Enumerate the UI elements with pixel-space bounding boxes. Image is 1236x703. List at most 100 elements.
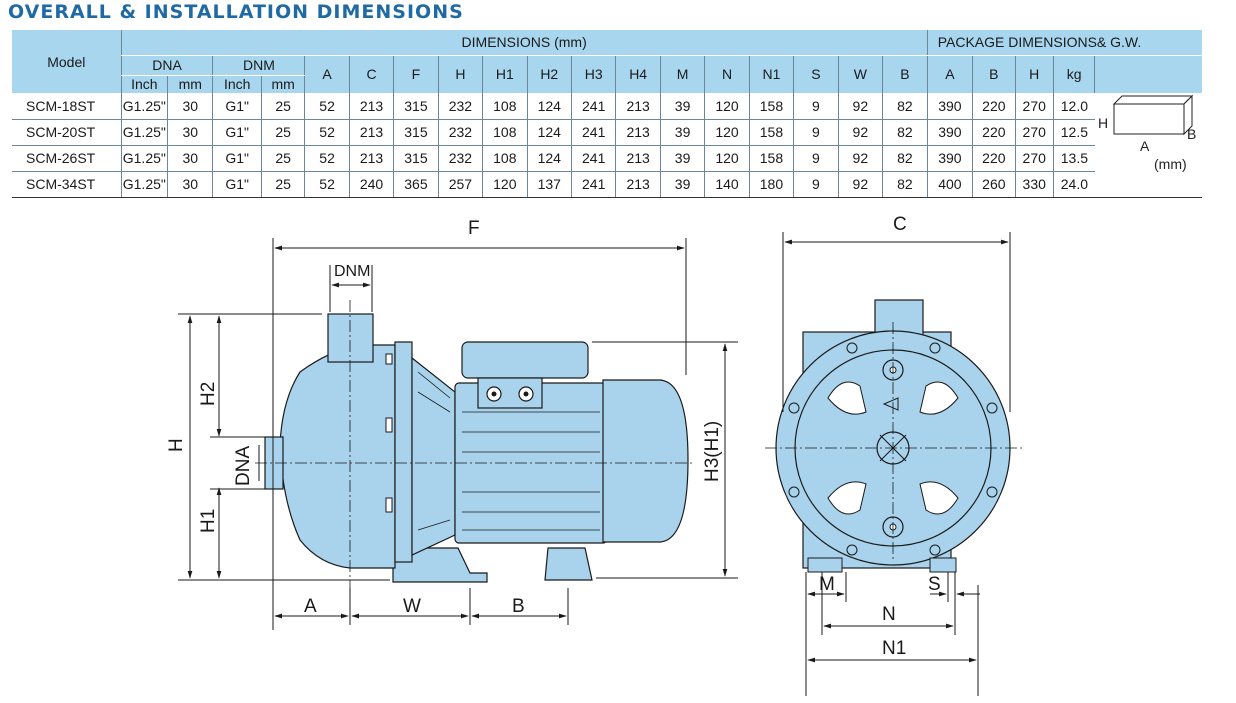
dim-cell-s: 9 [793, 171, 839, 198]
dim-cell-h: 232 [437, 93, 483, 120]
pkg-cell-kg: 13.5 [1052, 145, 1095, 172]
dim-cell-n1: 158 [748, 93, 794, 120]
label-n: N [882, 604, 896, 625]
pkg-cell-a: 400 [926, 171, 973, 198]
dim-cell-h2: 124 [526, 119, 572, 146]
dim-cell-h: 232 [437, 145, 483, 172]
pump-side-view [255, 300, 695, 600]
dim-cell-w: 92 [837, 93, 883, 120]
pkg-cell-h: 270 [1014, 119, 1054, 146]
dim-cell-a: 52 [304, 145, 350, 172]
col-header-a: A [304, 55, 350, 93]
dnm-mm-header: mm [260, 75, 305, 93]
model-header: Model [12, 30, 122, 93]
pkg-cell-h: 270 [1014, 93, 1054, 120]
dim-cell-h: 232 [437, 119, 483, 146]
dnm-inch-cell: G1" [212, 119, 262, 146]
pkg-cell-b: 220 [972, 93, 1016, 120]
dna-inch-header: Inch [120, 75, 168, 93]
pkg-cell-h: 270 [1014, 145, 1054, 172]
col-header-h1: H1 [482, 55, 528, 93]
dim-cell-n: 140 [704, 171, 750, 198]
dim-cell-f: 315 [393, 145, 439, 172]
col-header-h3: H3 [570, 55, 616, 93]
pkg-cell-kg: 12.5 [1052, 119, 1095, 146]
pkg-cell-kg: 24.0 [1052, 171, 1095, 198]
model-cell: SCM-20ST [12, 119, 122, 146]
dimensions-table: Model DIMENSIONS (mm) PACKAGE DIMENSIONS… [12, 30, 1202, 198]
label-dna: DNA [233, 446, 254, 486]
dim-cell-m: 39 [659, 145, 705, 172]
dna-header: DNA [120, 55, 213, 76]
package-header: PACKAGE DIMENSIONS& G.W. [926, 30, 1202, 56]
dim-cell-h1: 108 [482, 145, 528, 172]
pkg-cell-h: 330 [1014, 171, 1054, 198]
label-h: H [166, 438, 187, 452]
page-title: OVERALL & INSTALLATION DIMENSIONS [8, 1, 464, 23]
dim-cell-b: 82 [882, 93, 928, 120]
dim-cell-b: 82 [882, 145, 928, 172]
pump-dimension-drawing: F DNM H H2 DNA H1 H3(H1) A W B C M S N N… [166, 214, 1022, 696]
label-h3-h1: H3(H1) [702, 421, 723, 482]
dim-cell-n1: 158 [748, 119, 794, 146]
dim-cell-h1: 120 [482, 171, 528, 198]
dim-cell-c: 240 [348, 171, 394, 198]
package-figure: H B A (mm) [1094, 88, 1204, 178]
dim-cell-h3: 241 [570, 119, 616, 146]
dim-cell-h4: 213 [615, 93, 661, 120]
model-cell: SCM-26ST [12, 145, 122, 172]
dim-cell-b: 82 [882, 119, 928, 146]
col-header-s: S [793, 55, 839, 93]
label-a: A [304, 596, 317, 617]
col-header-n: N [704, 55, 750, 93]
dim-cell-b: 82 [882, 171, 928, 198]
pkg-cell-a: 390 [926, 93, 973, 120]
dim-cell-f: 315 [393, 119, 439, 146]
dnm-mm-cell: 25 [260, 119, 305, 146]
pkg-cell-a: 390 [926, 145, 973, 172]
dna-inch-cell: G1.25" [120, 93, 168, 120]
package-label-h: H [1098, 115, 1109, 131]
dim-cell-m: 39 [659, 93, 705, 120]
dna-mm-cell: 30 [167, 93, 213, 120]
dnm-mm-cell: 25 [260, 171, 305, 198]
pkg-cell-kg: 12.0 [1052, 93, 1095, 120]
dna-inch-cell: G1.25" [120, 119, 168, 146]
pkg-cell-b: 260 [972, 171, 1016, 198]
label-dnm: DNM [334, 263, 370, 280]
pkg-header-figure-cell [1094, 55, 1202, 93]
label-n1: N1 [882, 638, 906, 659]
label-f: F [468, 218, 480, 239]
figure-spacer-cell [1094, 171, 1202, 198]
dim-cell-w: 92 [837, 119, 883, 146]
dim-cell-f: 365 [393, 171, 439, 198]
dim-cell-n: 120 [704, 119, 750, 146]
label-m: M [819, 574, 835, 595]
dnm-mm-cell: 25 [260, 93, 305, 120]
label-b: B [512, 596, 525, 617]
dim-cell-a: 52 [304, 171, 350, 198]
col-header-h: H [437, 55, 483, 93]
col-header-f: F [393, 55, 439, 93]
dnm-inch-header: Inch [212, 75, 262, 93]
pkg-cell-b: 220 [972, 145, 1016, 172]
dim-cell-n: 120 [704, 93, 750, 120]
dim-cell-h2: 124 [526, 93, 572, 120]
dna-inch-cell: G1.25" [120, 145, 168, 172]
dim-cell-s: 9 [793, 93, 839, 120]
dim-cell-n: 120 [704, 145, 750, 172]
dim-cell-m: 39 [659, 119, 705, 146]
col-header-b: B [882, 55, 928, 93]
col-header-h2: H2 [526, 55, 572, 93]
dim-cell-h2: 137 [526, 171, 572, 198]
dna-inch-cell: G1.25" [120, 171, 168, 198]
dim-cell-w: 92 [837, 145, 883, 172]
pkg-header-a: A [926, 55, 973, 93]
dim-cell-h2: 124 [526, 145, 572, 172]
dna-mm-cell: 30 [167, 119, 213, 146]
